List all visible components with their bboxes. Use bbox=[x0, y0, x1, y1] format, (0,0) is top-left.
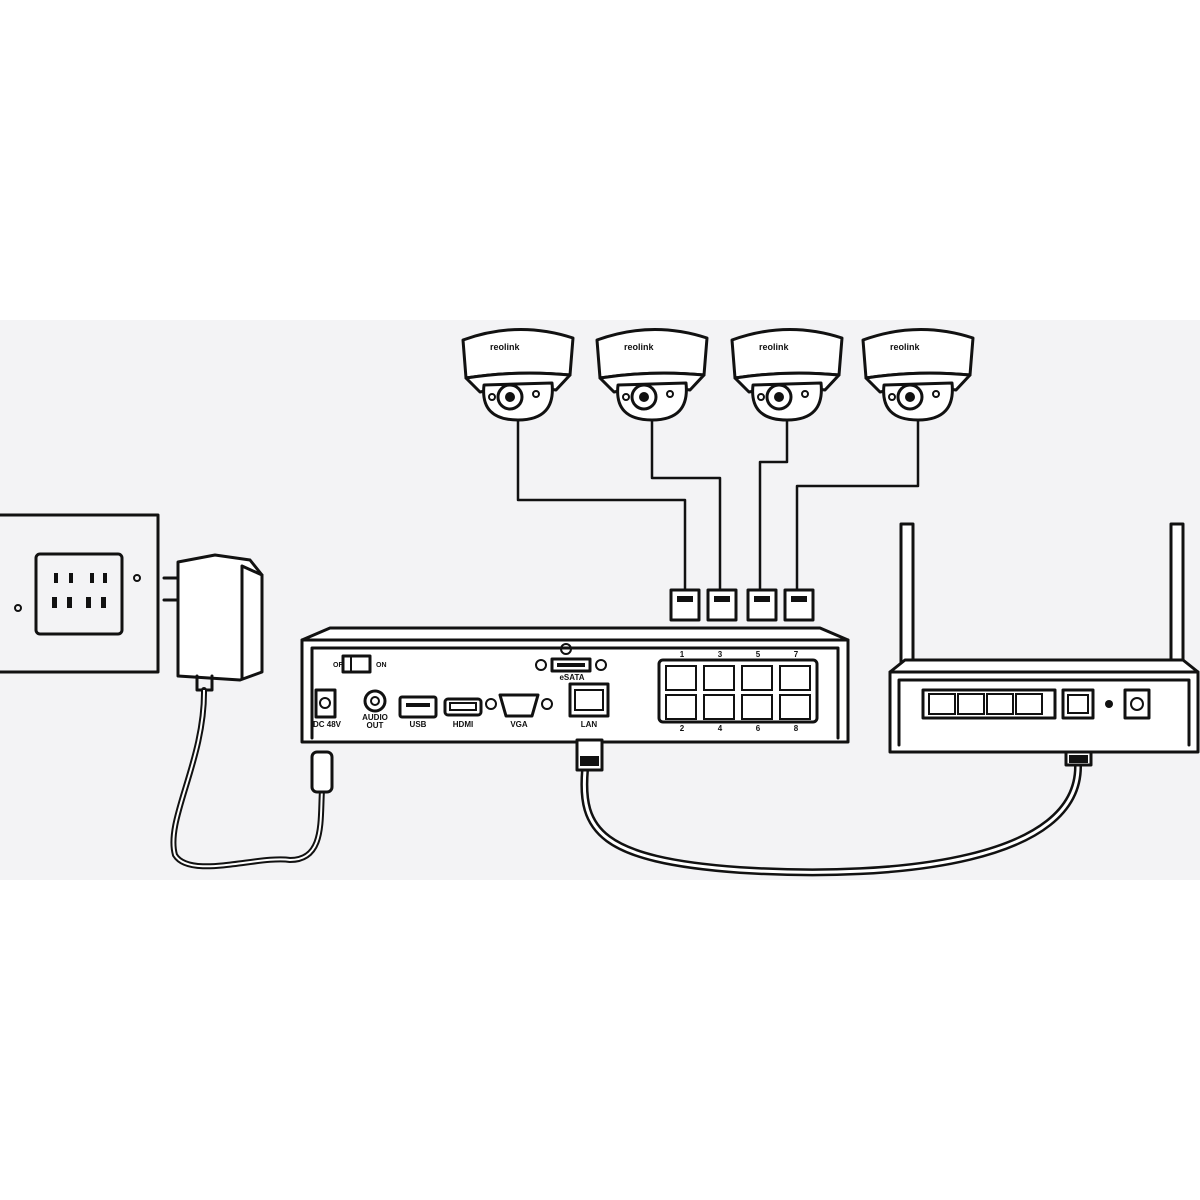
poe-port-number: 7 bbox=[794, 650, 799, 659]
camera-cables bbox=[516, 418, 920, 594]
camera-brand-logo: reolink bbox=[890, 342, 921, 352]
vga-port bbox=[498, 693, 540, 718]
router-antenna-left bbox=[899, 522, 915, 682]
camera-3: reolink bbox=[730, 327, 844, 422]
camera-rj45-plugs bbox=[669, 588, 815, 622]
router bbox=[888, 522, 1200, 754]
poe-port-number: 2 bbox=[680, 724, 685, 733]
poe-port-number: 8 bbox=[794, 724, 799, 733]
camera-brand-logo: reolink bbox=[490, 342, 521, 352]
wall-outlet bbox=[0, 513, 160, 674]
poe-port bbox=[703, 665, 735, 691]
poe-port-number: 4 bbox=[718, 724, 723, 733]
hdmi-label: HDMI bbox=[453, 720, 473, 729]
poe-port bbox=[779, 665, 811, 691]
poe-port bbox=[665, 694, 697, 720]
poe-port bbox=[741, 665, 773, 691]
poe-port bbox=[665, 665, 697, 691]
switch-off-label: OFF bbox=[333, 662, 348, 669]
camera-1: reolink bbox=[461, 327, 575, 422]
poe-port-number: 6 bbox=[756, 724, 761, 733]
usb-label: USB bbox=[410, 720, 427, 729]
switch-on-label: ON bbox=[376, 662, 387, 669]
camera-2: reolink bbox=[595, 327, 709, 422]
poe-port-block bbox=[657, 658, 819, 724]
lan-label: LAN bbox=[581, 720, 598, 729]
camera-4: reolink bbox=[861, 327, 975, 422]
nvr-recorder: OFF ON DC 48V AUDIO OUT USB HDMI VGA eSA… bbox=[300, 626, 850, 744]
poe-port bbox=[741, 694, 773, 720]
poe-port-number: 5 bbox=[756, 650, 761, 659]
camera-brand-logo: reolink bbox=[759, 342, 790, 352]
router-antenna-right bbox=[1169, 522, 1185, 682]
esata-label: eSATA bbox=[559, 673, 584, 682]
vga-label: VGA bbox=[510, 720, 528, 729]
poe-port-number: 3 bbox=[718, 650, 723, 659]
lan-cable bbox=[575, 733, 1093, 877]
audio-label: AUDIO bbox=[362, 713, 388, 722]
poe-port bbox=[703, 694, 735, 720]
power-switch[interactable] bbox=[341, 654, 372, 674]
camera-brand-logo: reolink bbox=[624, 342, 655, 352]
poe-port-number: 1 bbox=[680, 650, 685, 659]
dc-label: DC 48V bbox=[313, 720, 342, 729]
power-adapter bbox=[162, 553, 334, 870]
audio-out-label: OUT bbox=[367, 721, 384, 730]
poe-port bbox=[779, 694, 811, 720]
dc-port bbox=[314, 688, 337, 719]
